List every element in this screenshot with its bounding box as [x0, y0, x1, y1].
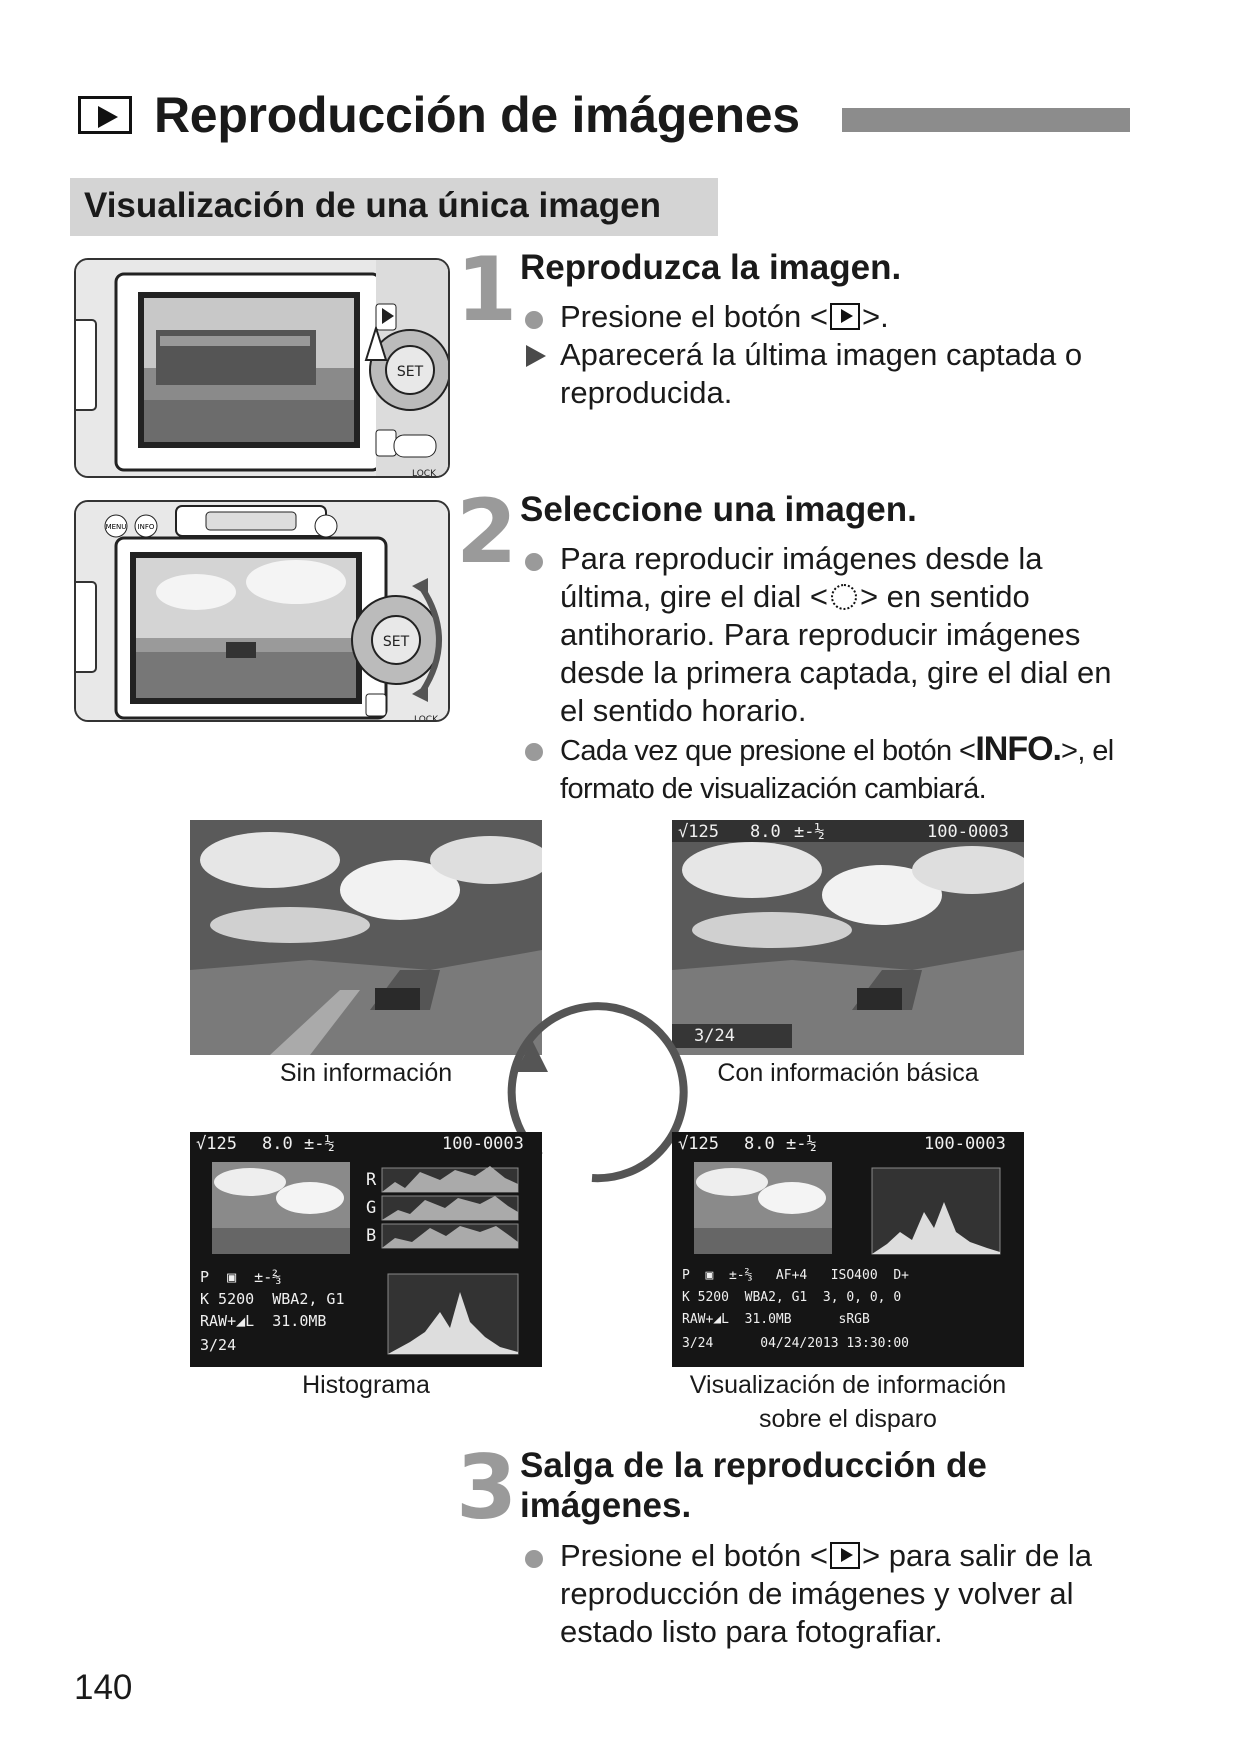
osd-exposure: ±-½ [304, 1134, 335, 1154]
osd-shutter: √125 [196, 1134, 237, 1154]
camera-back-illustration-1: SET LOCK [74, 258, 450, 478]
step-1-heading: Reproduzca la imagen. [520, 248, 902, 287]
play-button-icon [830, 303, 860, 331]
page-title-text: Reproducción de imágenes [154, 87, 800, 143]
osd-line-1: P ▣ ±-⅔ AF+4 ISO400 D+ [682, 1268, 909, 1283]
section-heading: Visualización de una única imagen [70, 178, 718, 236]
step-1: Reproduzca la imagen. Presione el botón … [520, 248, 1130, 412]
osd-exposure: ±-½ [794, 822, 825, 842]
display-basic-info-screenshot: √125 8.0 ±-½ 100-0003 3/24 [672, 820, 1024, 1055]
step-number-3: 3 [456, 1436, 518, 1539]
main-dial-icon [830, 584, 857, 611]
svg-text:SET: SET [397, 364, 424, 380]
caption-histogram: Histograma [302, 1371, 430, 1399]
step-1-bullet-1: Presione el botón <>. [520, 298, 1130, 336]
display-histogram-screenshot: √125 8.0 ±-½ 100-0003 R G B P ▣ ±-⅔ K 52… [190, 1132, 542, 1367]
osd-line-4: 3/24 [200, 1336, 237, 1354]
step-number-2: 2 [456, 480, 518, 583]
osd-exposure: ±-½ [786, 1134, 817, 1154]
camera-back-drawing: MENU INFO SET LOCK [76, 502, 448, 722]
step-2-bullet-2: Cada vez que presione el botón <INFO.>, … [520, 730, 1132, 808]
play-button-icon [830, 1541, 860, 1569]
osd-line-2: K 5200 WBA2, G1 3, 0, 0, 0 [682, 1290, 902, 1305]
landscape-photo [672, 820, 1024, 1055]
osd-line-2: K 5200 WBA2, G1 [200, 1290, 345, 1308]
info-button-label: INFO. [975, 730, 1062, 769]
osd-line-3: RAW+◢L 31.0MB sRGB [682, 1312, 870, 1327]
osd-line-1: P ▣ ±-⅔ [200, 1268, 282, 1286]
svg-text:MENU: MENU [106, 523, 127, 531]
title-rule [842, 108, 1130, 132]
osd-rgb-b: B [366, 1226, 377, 1246]
caption-basic-info: Con información básica [717, 1059, 979, 1087]
step-3-heading: Salga de la reproducción de imágenes. [520, 1446, 987, 1526]
osd-rgb-g: G [366, 1198, 377, 1218]
svg-text:SET: SET [383, 634, 410, 650]
page-number: 140 [74, 1668, 133, 1707]
osd-line-4: 3/24 04/24/2013 13:30:00 [682, 1336, 909, 1351]
step-2-heading: Seleccione una imagen. [520, 490, 917, 529]
svg-text:INFO: INFO [138, 523, 155, 531]
caption-no-info: Sin información [279, 1059, 453, 1087]
step-number-1: 1 [456, 238, 518, 341]
step-2-bullets: Para reproducir imágenes desde la última… [520, 540, 1132, 808]
step-3: Salga de la reproducción de imágenes. Pr… [520, 1446, 1132, 1651]
osd-shutter: √125 [678, 1134, 719, 1154]
landscape-photo [190, 820, 542, 1055]
step-1-bullet-2: Aparecerá la última imagen captada o rep… [520, 336, 1130, 412]
osd-file-number: 100-0003 [442, 1134, 524, 1154]
camera-back-illustration-2: MENU INFO SET LOCK [74, 500, 450, 722]
step-3-bullet-1: Presione el botón <> para salir de la re… [520, 1537, 1132, 1651]
osd-shutter: √125 [678, 822, 719, 842]
camera-back-drawing: SET LOCK [76, 260, 448, 478]
page-title: Reproducción de imágenes [78, 86, 800, 144]
step-2: Seleccione una imagen. Para reproducir i… [520, 490, 1132, 808]
osd-aperture: 8.0 [262, 1134, 293, 1154]
osd-frame-count: 3/24 [694, 1026, 735, 1046]
step-2-bullet-1: Para reproducir imágenes desde la última… [520, 540, 1132, 730]
svg-text:LOCK: LOCK [414, 715, 439, 722]
display-no-info-screenshot [190, 820, 542, 1055]
display-shooting-info-screenshot: √125 8.0 ±-½ 100-0003 P ▣ ±-⅔ AF+4 ISO40… [672, 1132, 1024, 1367]
osd-file-number: 100-0003 [924, 1134, 1006, 1154]
osd-rgb-r: R [366, 1170, 377, 1190]
play-button-icon [78, 96, 132, 134]
histogram-display-drawing [212, 1162, 519, 1355]
step-3-bullets: Presione el botón <> para salir de la re… [520, 1537, 1132, 1651]
osd-line-3: RAW+◢L 31.0MB [200, 1312, 327, 1330]
osd-aperture: 8.0 [750, 822, 781, 842]
svg-text:LOCK: LOCK [412, 469, 437, 478]
cycle-arrow-icon [507, 1002, 688, 1183]
shooting-info-display-drawing [694, 1162, 1001, 1255]
osd-aperture: 8.0 [744, 1134, 775, 1154]
caption-shooting-info: Visualización de información sobre el di… [689, 1371, 1007, 1433]
osd-file-number: 100-0003 [927, 822, 1009, 842]
step-1-bullets: Presione el botón <>. Aparecerá la últim… [520, 298, 1130, 412]
